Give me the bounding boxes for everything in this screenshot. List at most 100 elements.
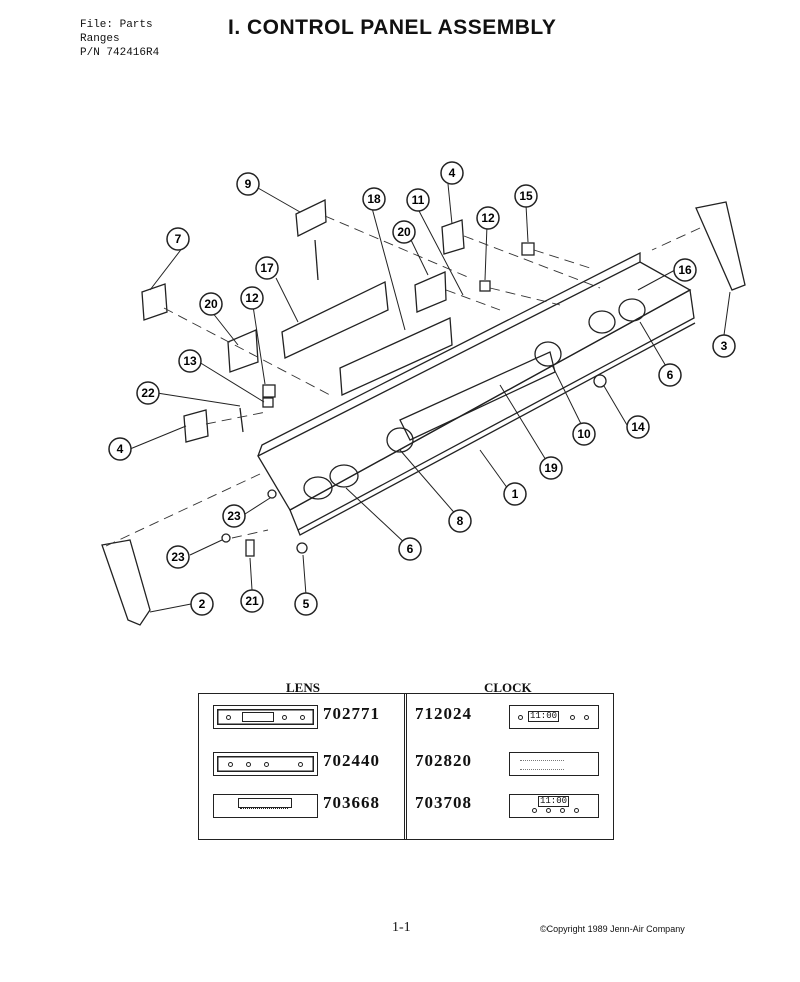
svg-text:19: 19 [544, 461, 558, 475]
lens-panel [213, 752, 318, 776]
svg-text:14: 14 [631, 420, 645, 434]
switch-4-left [183, 409, 209, 443]
svg-text:12: 12 [245, 291, 259, 305]
callout-5: 5 [294, 592, 318, 616]
clock-panel [509, 752, 599, 776]
file-line-1: File: Parts [80, 19, 153, 31]
lens-window [242, 712, 274, 722]
grommet-14 [593, 374, 607, 388]
svg-text:21: 21 [245, 594, 259, 608]
svg-text:3: 3 [721, 339, 728, 353]
page-number: 1-1 [392, 920, 411, 935]
svg-text:2: 2 [199, 597, 206, 611]
backguard-bottom-edge [297, 322, 696, 536]
svg-text:18: 18 [367, 192, 381, 206]
panel-window [399, 351, 556, 441]
callout-20-right: 20 [392, 220, 416, 244]
svg-text:4: 4 [449, 166, 456, 180]
svg-text:6: 6 [407, 542, 414, 556]
callout-18: 18 [362, 187, 386, 211]
end-cap-3 [695, 201, 746, 291]
leader-lines [129, 183, 731, 613]
svg-text:11: 11 [412, 193, 425, 207]
svg-text:6: 6 [667, 368, 674, 382]
lens-window [238, 798, 292, 808]
svg-text:20: 20 [204, 297, 218, 311]
lens-part-number: 703668 [323, 793, 380, 812]
svg-text:1: 1 [512, 487, 519, 501]
clock-part-number: 702820 [415, 751, 472, 770]
bracket-20-left [227, 329, 259, 373]
screw-23-top [267, 489, 277, 499]
lens-part-number: 702771 [323, 704, 380, 723]
callout-12-left: 12 [240, 286, 264, 310]
lens-heading: LENS [286, 680, 320, 695]
backguard-top-lip [257, 251, 641, 457]
callout-8: 8 [448, 509, 472, 533]
clock-heading: CLOCK [484, 680, 532, 695]
knob-bezel-center [386, 427, 414, 453]
svg-text:9: 9 [245, 177, 252, 191]
lens-part-number: 702440 [323, 751, 380, 770]
svg-text:12: 12 [481, 211, 495, 225]
knob-bezel-right [534, 341, 562, 367]
callout-4-top: 4 [440, 161, 464, 185]
screw-9 [314, 239, 319, 281]
clock-part-number: 712024 [415, 704, 472, 723]
callout-19: 19 [539, 456, 563, 480]
spring-22 [239, 407, 244, 433]
switch-7 [141, 283, 168, 321]
file-line-3: P/N 742416R4 [80, 47, 160, 59]
clock-part-number: 703708 [415, 793, 472, 812]
lens-plate [339, 317, 453, 396]
callout-11: 11 [406, 188, 430, 212]
clip-21 [245, 539, 255, 557]
knob-bezel-left [303, 476, 333, 500]
knob-bezel-left-2 [329, 464, 359, 488]
svg-text:17: 17 [260, 261, 274, 275]
svg-text:10: 10 [577, 427, 591, 441]
page-title: I. CONTROL PANEL ASSEMBLY [228, 16, 557, 39]
clock-panel: 11:00 [509, 794, 599, 818]
svg-text:22: 22 [141, 386, 155, 400]
svg-text:16: 16 [678, 263, 692, 277]
knob-bezel-right-3 [618, 298, 646, 322]
callout-16: 16 [673, 258, 697, 282]
bracket-20-right [414, 271, 447, 313]
callout-2: 2 [190, 592, 214, 616]
callout-23-bottom: 23 [166, 545, 190, 569]
lens-clock-table: 702771 712024 11:00 702440 702820 703668… [198, 693, 614, 840]
callout-6-left: 6 [398, 537, 422, 561]
clock-panel: 11:00 [509, 705, 599, 729]
callout-7: 7 [166, 227, 190, 251]
svg-text:8: 8 [457, 514, 464, 528]
clock-bracket [281, 281, 389, 359]
table-row: 702440 702820 [199, 746, 613, 776]
svg-text:15: 15 [519, 189, 533, 203]
callout-4-left: 4 [108, 437, 132, 461]
table-divider [404, 694, 407, 839]
callout-12-top: 12 [476, 206, 500, 230]
lens-panel [213, 794, 318, 818]
svg-text:7: 7 [175, 232, 182, 246]
callout-14: 14 [626, 415, 650, 439]
clock-display: 11:00 [538, 796, 570, 807]
control-panel-drawing [101, 198, 746, 626]
nut-5 [296, 542, 308, 554]
file-info: File: Parts Ranges P/N 742416R4 [80, 18, 159, 60]
callout-9: 9 [236, 172, 260, 196]
connector-12-left [262, 384, 276, 398]
screw-23-bottom [221, 533, 231, 543]
svg-text:23: 23 [171, 550, 185, 564]
backguard-front-face [289, 288, 695, 531]
svg-text:4: 4 [117, 442, 124, 456]
callout-23-top: 23 [222, 504, 246, 528]
file-line-2: Ranges [80, 33, 120, 45]
copyright: ©Copyright 1989 Jenn-Air Company [540, 924, 685, 934]
svg-text:23: 23 [227, 509, 241, 523]
callout-21: 21 [240, 589, 264, 613]
table-row: 703668 703708 11:00 [199, 788, 613, 818]
callout-15: 15 [514, 184, 538, 208]
svg-text:13: 13 [183, 354, 197, 368]
